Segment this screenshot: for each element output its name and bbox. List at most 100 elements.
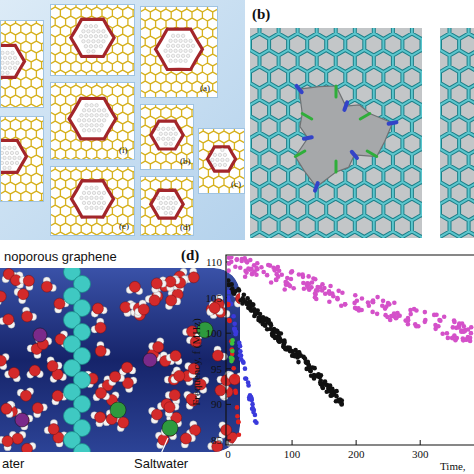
- water-molecule: [126, 281, 143, 294]
- data-point: [334, 389, 339, 394]
- data-point: [450, 336, 455, 341]
- data-point: [229, 355, 234, 360]
- data-point: [328, 284, 333, 289]
- data-point: [455, 336, 460, 341]
- pore-atom: [164, 142, 167, 145]
- pore-atom: [15, 161, 18, 164]
- data-point: [313, 277, 318, 282]
- pore-atom: [176, 34, 179, 37]
- pore-label: (d): [180, 223, 191, 233]
- pore-atom: [179, 39, 182, 42]
- pore-atom: [159, 132, 162, 135]
- pore-atom: [85, 114, 88, 117]
- water-molecule: [41, 277, 56, 292]
- pore-atom: [226, 158, 229, 161]
- pore-atom: [186, 54, 189, 57]
- data-point: [313, 291, 318, 296]
- pore-atom: [82, 119, 85, 122]
- pore-atom: [90, 186, 93, 189]
- pore-atom: [157, 127, 160, 130]
- pore-atom: [79, 35, 82, 38]
- water-molecule: [5, 367, 21, 381]
- data-point: [352, 301, 357, 306]
- pore-atom: [172, 206, 175, 209]
- water-molecule: [91, 303, 107, 317]
- pore-atom: [167, 196, 170, 199]
- data-point: [274, 278, 279, 283]
- water-molecule: [149, 338, 164, 353]
- graphene-atom: [74, 444, 91, 453]
- pore-atom: [92, 109, 95, 112]
- pore-library: [0, 0, 260, 253]
- water-molecule: [22, 307, 37, 322]
- pore-atom: [223, 163, 226, 166]
- pore-atom: [6, 71, 9, 74]
- water-molecule: [22, 442, 36, 452]
- pore-atom: [157, 206, 160, 209]
- pore-atom: [89, 25, 92, 28]
- pore-atom: [169, 59, 172, 62]
- data-point: [301, 275, 306, 280]
- pore-atom: [94, 25, 97, 28]
- data-point: [446, 336, 451, 341]
- data-point: [328, 383, 333, 388]
- water-molecule: [27, 365, 44, 378]
- pore-atom: [97, 30, 100, 33]
- data-point: [233, 329, 238, 334]
- ion: [143, 353, 157, 367]
- pore-atom: [1, 71, 4, 74]
- data-point: [394, 315, 399, 320]
- data-point: [252, 314, 257, 319]
- pore-atom: [104, 35, 107, 38]
- pore-atom: [191, 44, 194, 47]
- pore-atom: [3, 146, 6, 149]
- pore-atom: [100, 114, 103, 117]
- graphene-sheet: [198, 128, 245, 194]
- pore-atom: [162, 196, 165, 199]
- pore-atom: [102, 119, 105, 122]
- data-point: [240, 301, 245, 306]
- pore-atom: [97, 119, 100, 122]
- pore-atom: [102, 40, 105, 43]
- data-point: [307, 282, 312, 287]
- tick-label: 85: [211, 434, 222, 446]
- data-point: [236, 419, 241, 424]
- data-point: [237, 341, 242, 346]
- water-molecule: [165, 295, 180, 310]
- pore-atom: [171, 34, 174, 37]
- pore-atom: [3, 156, 6, 159]
- data-point: [227, 319, 232, 324]
- pore-atom: [92, 50, 95, 53]
- pore-atom: [94, 35, 97, 38]
- pore-atom: [105, 114, 108, 117]
- data-point: [256, 315, 261, 320]
- data-point: [306, 274, 311, 279]
- nitrogen-atom: [352, 152, 357, 158]
- pore-atom: [174, 201, 177, 204]
- water-molecule: [227, 372, 240, 385]
- pore-atom: [221, 148, 224, 151]
- pore-atom: [1, 61, 4, 64]
- pore-atom: [82, 109, 85, 112]
- pore-atom: [92, 129, 95, 132]
- pore-atom: [90, 124, 93, 127]
- pore-atom: [89, 45, 92, 48]
- data-point: [293, 353, 298, 358]
- data-point: [238, 349, 243, 354]
- carbon-lattice: [50, 82, 135, 160]
- tick-label: 300: [412, 448, 429, 460]
- pore-atom: [82, 30, 85, 33]
- data-point: [230, 348, 235, 353]
- pore-atom: [181, 44, 184, 47]
- axis-title: Time,: [440, 460, 466, 472]
- pore-atom: [159, 201, 162, 204]
- data-point: [261, 270, 266, 275]
- data-point: [370, 310, 375, 315]
- data-point: [457, 321, 462, 326]
- graphene-sheet: [0, 20, 44, 108]
- pore-atom: [97, 109, 100, 112]
- tick-label: 90: [211, 398, 222, 410]
- pore-atom: [92, 30, 95, 33]
- water-molecule: [151, 278, 166, 293]
- data-point: [323, 379, 328, 384]
